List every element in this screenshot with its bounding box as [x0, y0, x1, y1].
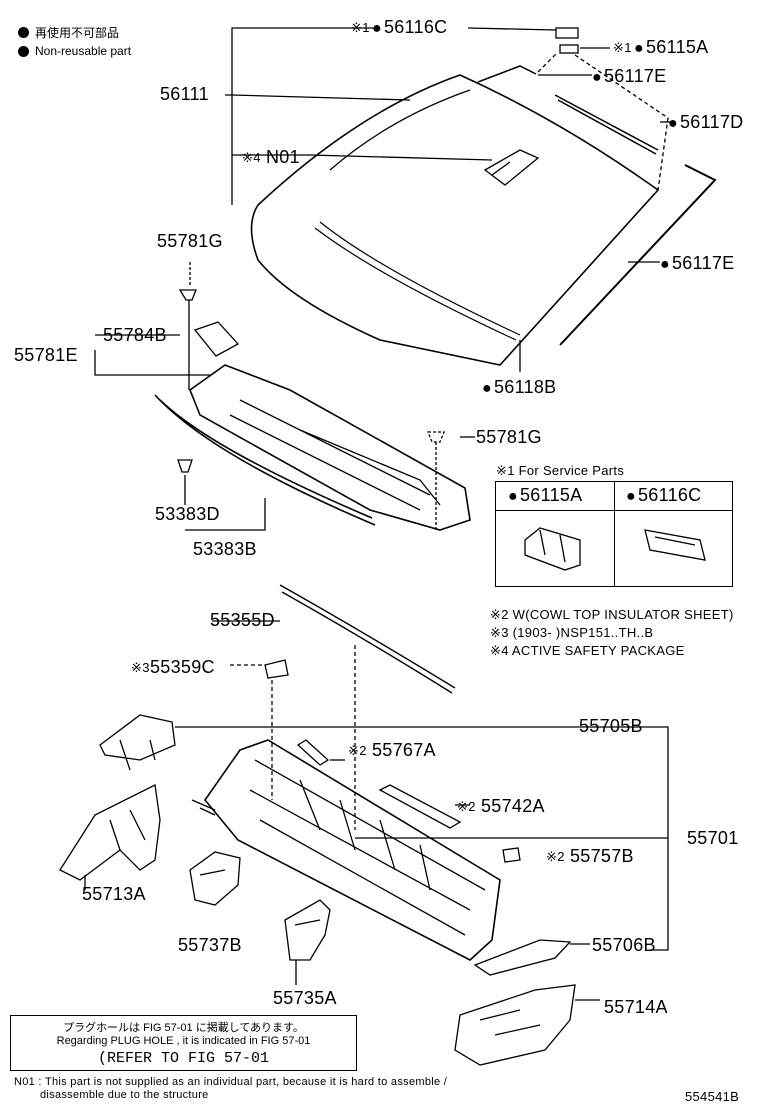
clip-53383D	[177, 459, 193, 473]
n01-bracket	[483, 149, 540, 186]
part-label-56116C[interactable]: 56116C	[372, 18, 448, 37]
bracket-55713A	[59, 784, 161, 881]
part-label-56118B[interactable]: 56118B	[482, 378, 557, 397]
note-3: ※3 (1903- )NSP151..TH..B	[490, 625, 654, 640]
part-label-56117E-right[interactable]: 56117E	[660, 254, 735, 273]
cowl-top-panel	[189, 364, 471, 531]
part-label-55742A[interactable]: 55742A	[481, 796, 545, 816]
part-label-55714A[interactable]: 55714A	[604, 997, 668, 1017]
part-label-56117E-top[interactable]: 56117E	[592, 67, 667, 86]
bracket-55706B	[473, 939, 572, 976]
bracket-55737B	[189, 851, 241, 906]
sheet-55757B	[502, 847, 521, 863]
dash-panel-55701	[203, 739, 501, 961]
plug-note-en: Regarding PLUG HOLE , it is indicated in…	[56, 1035, 311, 1047]
part-label-N01[interactable]: N01	[266, 147, 300, 167]
mark-2-b: ※2	[457, 799, 476, 814]
mark-4: ※4	[242, 150, 261, 165]
plug-hole-note: プラグホールは FIG 57-01 に掲載してあります。 Regarding P…	[10, 1015, 357, 1071]
legend-en-text: Non-reusable part	[35, 44, 132, 58]
mark-1-b: ※1	[613, 40, 632, 55]
figure-id: 554541B	[685, 1089, 740, 1104]
mark-3: ※3	[131, 660, 150, 675]
part-label-55781G-right[interactable]: 55781G	[476, 427, 542, 447]
note-4: ※4 ACTIVE SAFETY PACKAGE	[490, 643, 685, 658]
molding-56117D	[554, 94, 659, 155]
service-part-56115A-shape	[524, 527, 581, 571]
service-part-56115A[interactable]: 56115A	[508, 486, 583, 505]
part-label-55735A[interactable]: 55735A	[273, 988, 337, 1008]
service-part-56116C-shape	[644, 529, 706, 561]
part-label-55359C[interactable]: 55359C	[150, 657, 215, 677]
mark-2-c: ※2	[546, 849, 565, 864]
sheet-55742A	[378, 784, 462, 829]
part-label-55781G-left[interactable]: 55781G	[157, 231, 223, 251]
bracket-55705B	[99, 714, 176, 771]
bracket-55784B	[193, 321, 240, 357]
bracket-55735A	[284, 899, 331, 961]
molding-56117E-right	[559, 164, 717, 346]
service-parts-title: ※1 For Service Parts	[496, 463, 625, 478]
note-2: ※2 W(COWL TOP INSULATOR SHEET)	[490, 607, 734, 622]
part-label-55355D[interactable]: 55355D	[210, 610, 275, 630]
legend-en: Non-reusable part	[18, 44, 131, 58]
part-label-56117D[interactable]: 56117D	[668, 113, 744, 132]
seal-53383B	[154, 394, 376, 526]
legend-jp-text: 再使用不可部品	[35, 26, 120, 40]
plug-note-jp: プラグホールは FIG 57-01 に掲載してあります。	[63, 1022, 304, 1034]
sheet-55767A	[296, 739, 330, 766]
part-label-55757B[interactable]: 55757B	[570, 846, 634, 866]
service-part-56116C[interactable]: 56116C	[626, 486, 702, 505]
mark-1: ※1	[351, 20, 370, 35]
part-label-55706B[interactable]: 55706B	[592, 935, 656, 955]
part-label-55737B[interactable]: 55737B	[178, 935, 242, 955]
part-label-55713A[interactable]: 55713A	[82, 884, 146, 904]
part-label-55781E[interactable]: 55781E	[14, 345, 78, 365]
part-label-53383D[interactable]: 53383D	[155, 504, 220, 524]
footnote-line2: disassemble due to the structure	[40, 1089, 209, 1101]
footnote-line1: N01 : This part is not supplied as an in…	[14, 1076, 448, 1088]
part-label-56115A[interactable]: 56115A	[634, 38, 709, 57]
bullet-icon	[18, 27, 29, 38]
bullet-icon	[18, 45, 29, 57]
molding-56117E-top	[477, 65, 537, 83]
legend-jp: 再使用不可部品	[18, 24, 119, 41]
clip-55781G-right	[427, 431, 445, 530]
plug-note-ref[interactable]: (REFER TO FIG 57-01	[97, 1050, 270, 1067]
part-label-56111[interactable]: 56111	[160, 84, 209, 104]
part-label-55784B[interactable]: 55784B	[103, 325, 167, 345]
part-label-55767A[interactable]: 55767A	[372, 740, 436, 760]
part-label-55701[interactable]: 55701	[687, 828, 739, 848]
part-label-55705B[interactable]: 55705B	[579, 716, 643, 736]
part-label-53383B[interactable]: 53383B	[193, 539, 257, 559]
mark-2-a: ※2	[348, 743, 367, 758]
strip-55355D	[279, 584, 456, 694]
bracket-55714A	[454, 984, 576, 1066]
service-parts-box: 56115A 56116C	[495, 481, 733, 587]
windshield-glass	[250, 74, 660, 366]
sheet-55359C	[264, 659, 289, 679]
molding-56118B	[314, 221, 521, 341]
